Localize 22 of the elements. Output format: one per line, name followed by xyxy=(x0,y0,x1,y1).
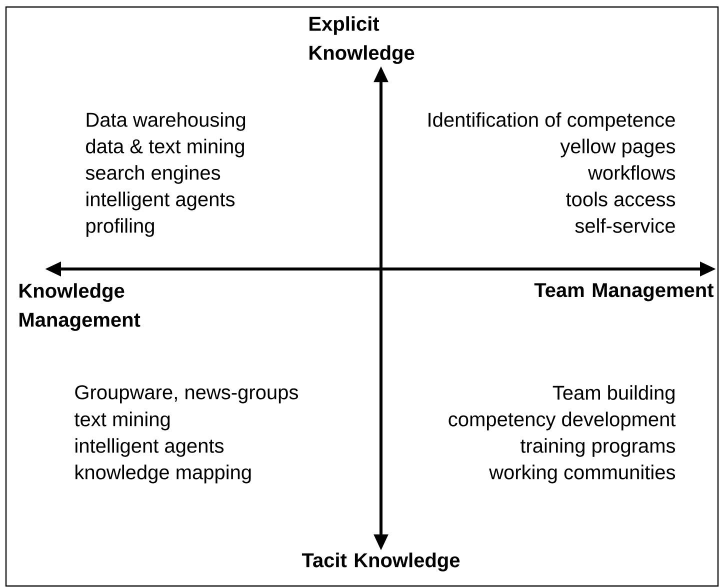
list-item: yellow pages xyxy=(560,138,676,158)
list-item: intelligent agents xyxy=(86,192,235,210)
list-item: profiling xyxy=(86,218,154,237)
list-item: training programs xyxy=(520,438,676,457)
list-item: competency development xyxy=(448,412,676,430)
axis-label: Team Management xyxy=(534,283,714,302)
list-item: search engines xyxy=(86,165,220,184)
list-item: Identification of competence xyxy=(428,112,675,131)
axis-label: Explicit Knowledge xyxy=(310,16,414,64)
list-item: Groupware, news-groups xyxy=(75,385,298,404)
list-item: Team building xyxy=(552,385,674,404)
axis-label: Knowledge Management xyxy=(20,283,140,331)
list-item: workflows xyxy=(588,165,676,180)
list-item: intelligent agents xyxy=(76,438,224,457)
list-item: data & text mining xyxy=(86,138,244,158)
axis-label: Tacit Knowledge xyxy=(302,552,460,572)
list-item: knowledge mapping xyxy=(76,464,251,484)
list-item: text mining xyxy=(74,412,170,430)
list-item: tools access xyxy=(566,192,676,206)
list-item: self-service xyxy=(575,218,675,233)
list-item: Data warehousing xyxy=(86,112,246,131)
list-item: working communities xyxy=(489,464,676,484)
